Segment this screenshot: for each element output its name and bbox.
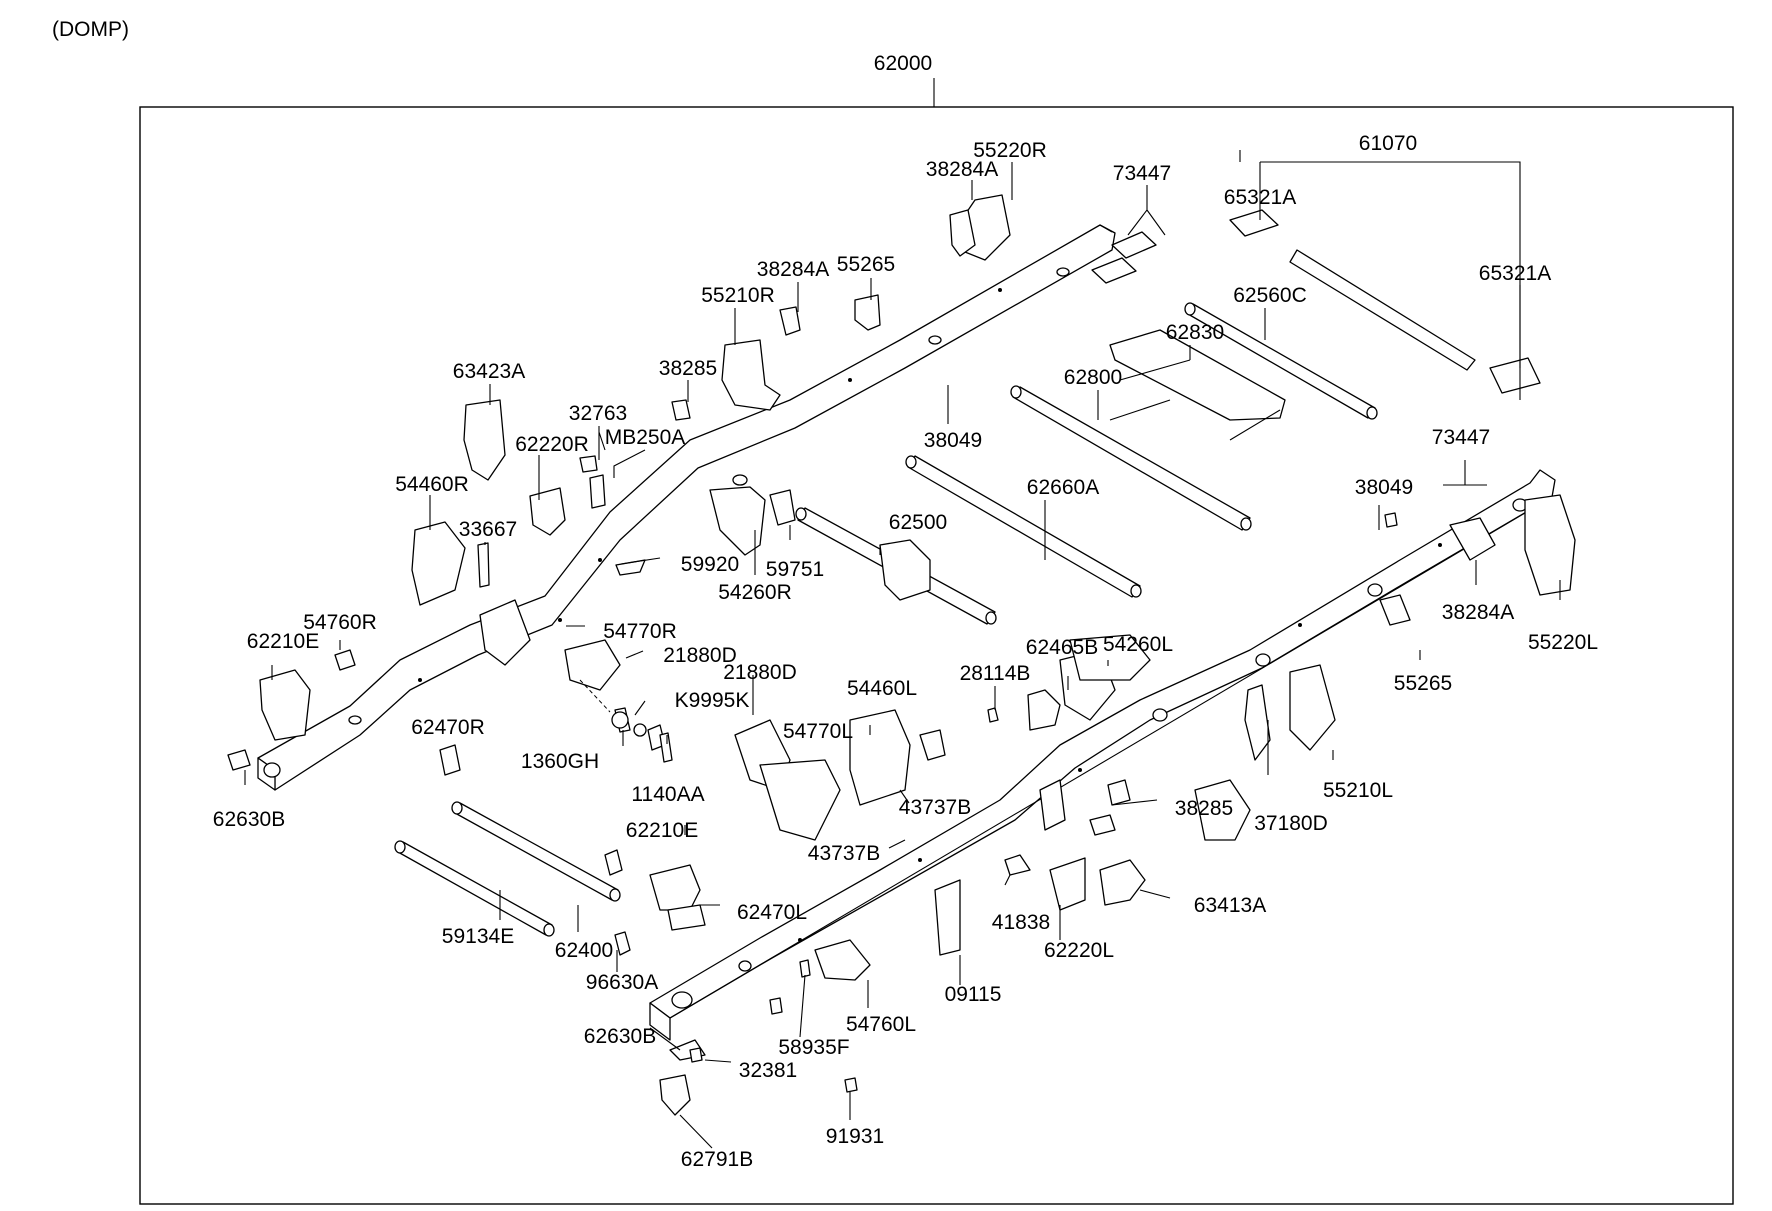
callout-43737B[interactable]: 43737B xyxy=(808,842,880,865)
bracket-parts xyxy=(227,194,1576,1116)
callout-55210R[interactable]: 55210R xyxy=(701,284,775,307)
crossmember-62500 xyxy=(795,507,997,625)
callout-55220L[interactable]: 55220L xyxy=(1528,631,1598,654)
left-side-rail xyxy=(649,469,1556,1041)
callout-62560C[interactable]: 62560C xyxy=(1233,284,1307,307)
crossmember-61070 xyxy=(1229,209,1541,394)
callout-41838[interactable]: 41838 xyxy=(992,911,1050,934)
callout-62470R[interactable]: 62470R xyxy=(411,716,485,739)
callout-54460R[interactable]: 54460R xyxy=(395,473,469,496)
callout-59920[interactable]: 59920 xyxy=(681,553,739,576)
callout-62210E[interactable]: 62210E xyxy=(247,630,319,653)
callout-62830[interactable]: 62830 xyxy=(1166,321,1224,344)
callout-21880D[interactable]: 21880D xyxy=(663,644,737,667)
callout-62500[interactable]: 62500 xyxy=(889,511,947,534)
callout-1360GH[interactable]: 1360GH xyxy=(521,750,599,773)
callout-96630A[interactable]: 96630A xyxy=(586,971,658,994)
crossmember-62660A xyxy=(905,455,1142,598)
callout-21880D[interactable]: 21880D xyxy=(723,661,797,684)
callout-62000[interactable]: 62000 xyxy=(874,52,932,75)
crossmember-62800 xyxy=(1010,385,1252,531)
callout-62220L[interactable]: 62220L xyxy=(1044,939,1114,962)
crossmember-59134E xyxy=(394,840,555,937)
callout-63413A[interactable]: 63413A xyxy=(1194,894,1266,917)
callout-54260R[interactable]: 54260R xyxy=(718,581,792,604)
callout-62210E[interactable]: 62210E xyxy=(626,819,698,842)
callout-54770R[interactable]: 54770R xyxy=(603,620,677,643)
callout-28114B[interactable]: 28114B xyxy=(960,662,1031,685)
callout-54770L[interactable]: 54770L xyxy=(783,720,853,743)
callout-61070[interactable]: 61070 xyxy=(1359,132,1417,155)
callout-1140AA[interactable]: 1140AA xyxy=(631,783,704,806)
callout-55210L[interactable]: 55210L xyxy=(1323,779,1393,802)
callout-38284A[interactable]: 38284A xyxy=(1442,601,1514,624)
callout-38285[interactable]: 38285 xyxy=(1175,797,1233,820)
callout-63423A[interactable]: 63423A xyxy=(453,360,525,383)
callout-58935F[interactable]: 58935F xyxy=(778,1036,849,1059)
callout-54460L[interactable]: 54460L xyxy=(847,677,917,700)
callout-62791B[interactable]: 62791B xyxy=(681,1148,753,1171)
callout-62470L[interactable]: 62470L xyxy=(737,901,807,924)
callout-32381[interactable]: 32381 xyxy=(739,1059,797,1082)
callout-62400[interactable]: 62400 xyxy=(555,939,613,962)
fastener-hardware xyxy=(579,679,673,876)
callout-43737B[interactable]: 43737B xyxy=(899,796,971,819)
callout-54760L[interactable]: 54760L xyxy=(846,1013,916,1036)
callout-38049[interactable]: 38049 xyxy=(1355,476,1413,499)
callout-32763[interactable]: 32763 xyxy=(569,402,627,425)
callout-62465B[interactable]: 62465B xyxy=(1026,636,1098,659)
callout-62630B[interactable]: 62630B xyxy=(584,1025,656,1048)
rail-holes xyxy=(263,267,1528,1009)
callout-65321A[interactable]: 65321A xyxy=(1479,262,1551,285)
callout-38285[interactable]: 38285 xyxy=(659,357,717,380)
callout-55220R[interactable]: 55220R xyxy=(973,139,1047,162)
callout-62630B[interactable]: 62630B xyxy=(213,808,285,831)
callout-K9995K[interactable]: K9995K xyxy=(675,689,750,712)
callout-54260L[interactable]: 54260L xyxy=(1103,633,1173,656)
callout-labels: 61070 65321A 65321A 55220R 38284A 73447 … xyxy=(213,132,1598,1171)
callout-73447[interactable]: 73447 xyxy=(1113,162,1171,185)
callout-37180D[interactable]: 37180D xyxy=(1254,812,1328,835)
callout-73447[interactable]: 73447 xyxy=(1432,426,1490,449)
callout-55265[interactable]: 55265 xyxy=(1394,672,1452,695)
callout-65321A[interactable]: 65321A xyxy=(1224,186,1296,209)
callout-59751[interactable]: 59751 xyxy=(766,558,824,581)
model-code-label: (DOMP) xyxy=(52,18,129,41)
crossmember-62400 xyxy=(451,801,621,902)
callout-38049[interactable]: 38049 xyxy=(924,429,982,452)
leader-lines xyxy=(244,150,1561,1149)
callout-09115[interactable]: 09115 xyxy=(945,983,1002,1006)
callout-55265[interactable]: 55265 xyxy=(837,253,895,276)
crossmember-62560C xyxy=(1184,302,1378,420)
callout-MB250A[interactable]: MB250A xyxy=(605,426,686,449)
callout-33667[interactable]: 33667 xyxy=(459,518,517,541)
callout-38284A[interactable]: 38284A xyxy=(926,158,998,181)
callout-54760R[interactable]: 54760R xyxy=(303,611,377,634)
assembly-frame xyxy=(139,106,1734,1205)
callout-59134E[interactable]: 59134E xyxy=(442,925,514,948)
callout-62660A[interactable]: 62660A xyxy=(1027,476,1099,499)
crossmember-62830 xyxy=(1109,329,1286,441)
callout-91931[interactable]: 91931 xyxy=(826,1125,884,1148)
callout-38284A[interactable]: 38284A xyxy=(757,258,829,281)
callout-62800[interactable]: 62800 xyxy=(1064,366,1122,389)
callout-62220R[interactable]: 62220R xyxy=(515,433,589,456)
